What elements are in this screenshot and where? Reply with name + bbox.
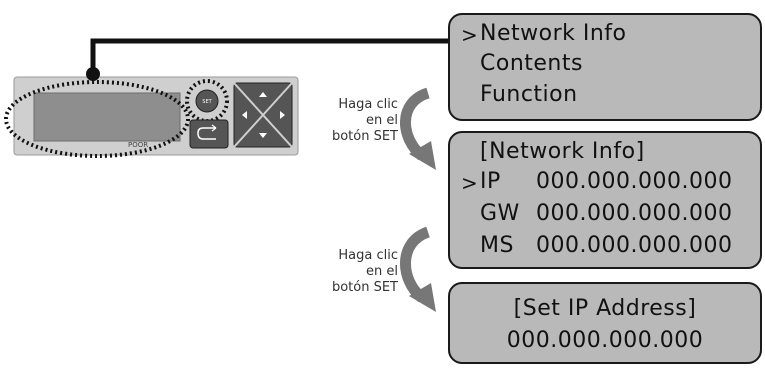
screen-network-info: [Network Info] > IP 000.000.000.000 GW 0… — [448, 131, 762, 269]
instruction-line: botón SET — [331, 280, 398, 295]
connector-dot — [86, 67, 100, 81]
set-ip-value: 000.000.000.000 — [506, 328, 704, 353]
arrow-left-icon[interactable] — [242, 111, 247, 119]
ip-value: 000.000.000.000 — [536, 169, 733, 194]
instruction-2: Haga clic en el botón SET — [302, 248, 398, 296]
back-button[interactable] — [189, 119, 229, 149]
menu-item-contents[interactable]: Contents — [480, 51, 583, 76]
gw-value: 000.000.000.000 — [536, 201, 733, 226]
set-button[interactable] — [195, 89, 219, 113]
instruction-1: Haga clic en el botón SET — [302, 97, 398, 145]
instruction-line: en el — [366, 113, 398, 128]
menu-item-network-info[interactable]: Network Info — [480, 21, 627, 46]
network-caret: > — [461, 171, 478, 195]
set-button-label: SET — [202, 99, 212, 105]
display-highlight — [4, 80, 190, 158]
ms-value: 000.000.000.000 — [536, 233, 733, 258]
device-brand-label: POOR — [128, 141, 148, 149]
menu-caret: > — [461, 23, 478, 47]
set-ip-title: [Set IP Address] — [513, 296, 697, 321]
screen-main-menu: > Network Info Contents Function — [448, 13, 762, 121]
arrow-down-icon[interactable] — [259, 133, 267, 138]
connector-line — [90, 38, 448, 72]
network-info-title: [Network Info] — [480, 139, 645, 164]
arrow-up-icon[interactable] — [259, 92, 267, 97]
back-icon — [197, 127, 216, 140]
ms-label: MS — [480, 233, 514, 258]
instruction-line: en el — [366, 264, 398, 279]
instruction-line: Haga clic — [338, 248, 398, 263]
gw-label: GW — [480, 201, 520, 226]
ip-label: IP — [480, 169, 501, 194]
menu-item-function[interactable]: Function — [480, 82, 578, 107]
instruction-line: botón SET — [331, 129, 398, 144]
instruction-line: Haga clic — [338, 97, 398, 112]
screen-set-ip-address: [Set IP Address] 000.000.000.000 — [448, 282, 762, 364]
arrow-right-icon[interactable] — [280, 111, 285, 119]
device-display — [33, 92, 181, 142]
